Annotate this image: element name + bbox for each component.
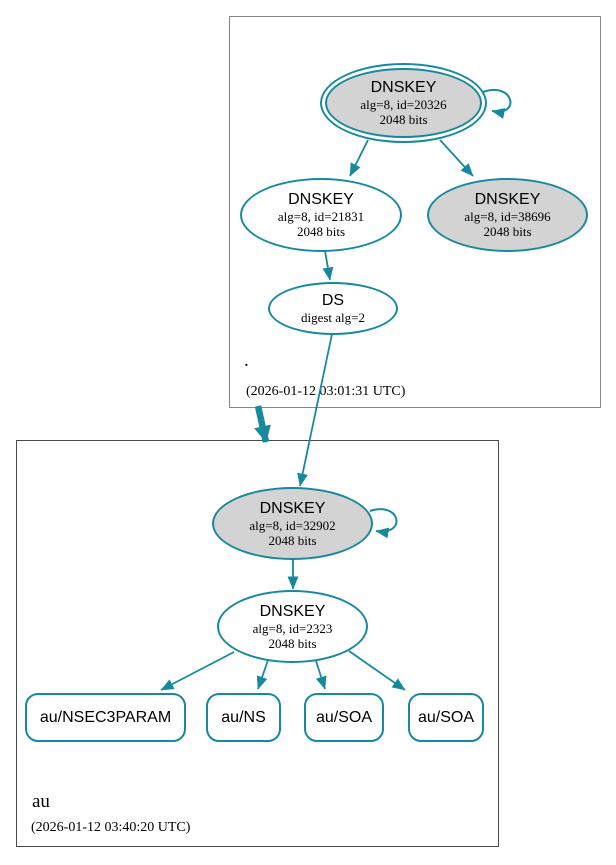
node-params: alg=8, id=20326 xyxy=(360,97,447,112)
node-rrset-au-nsec3param[interactable]: au/NSEC3PARAM xyxy=(25,693,186,742)
zone-timestamp-au: (2026-01-12 03:40:20 UTC) xyxy=(31,820,191,835)
node-dnskey-20326[interactable]: DNSKEY alg=8, id=20326 2048 bits xyxy=(320,63,487,143)
node-bits: 2048 bits xyxy=(296,224,346,239)
node-dnskey-2323[interactable]: DNSKEY alg=8, id=2323 2048 bits xyxy=(217,590,368,663)
rrset-label: au/SOA xyxy=(315,708,373,726)
node-params: alg=8, id=32902 xyxy=(249,517,336,533)
zone-timestamp-root: (2026-01-12 03:01:31 UTC) xyxy=(246,384,406,399)
node-dnskey-21831[interactable]: DNSKEY alg=8, id=21831 2048 bits xyxy=(240,178,402,252)
node-title: DS xyxy=(321,292,345,309)
node-title: DNSKEY xyxy=(288,191,354,208)
rrset-label: au/SOA xyxy=(417,708,475,726)
node-params: alg=8, id=21831 xyxy=(277,209,365,224)
node-dnskey-38696[interactable]: DNSKEY alg=8, id=38696 2048 bits xyxy=(427,178,588,252)
node-params: digest alg=2 xyxy=(300,310,366,325)
node-bits: 2048 bits xyxy=(268,635,317,651)
node-rrset-au-soa-2[interactable]: au/SOA xyxy=(408,693,484,742)
node-rrset-au-soa-1[interactable]: au/SOA xyxy=(304,693,384,742)
rrset-label: au/NSEC3PARAM xyxy=(39,708,172,726)
edge-delegation-root-to-au xyxy=(254,405,271,443)
node-title: DNSKEY xyxy=(259,499,326,517)
zone-name-root: . xyxy=(244,350,249,371)
node-title: DNSKEY xyxy=(370,79,437,96)
node-dnskey-32902[interactable]: DNSKEY alg=8, id=32902 2048 bits xyxy=(212,487,373,560)
node-rrset-au-ns[interactable]: au/NS xyxy=(206,693,281,742)
node-dnskey-20326-inner: DNSKEY alg=8, id=20326 2048 bits xyxy=(325,68,482,138)
node-params: alg=8, id=38696 xyxy=(464,209,551,224)
node-params: alg=8, id=2323 xyxy=(252,620,333,636)
node-bits: 2048 bits xyxy=(483,224,532,239)
node-bits: 2048 bits xyxy=(268,532,317,548)
node-ds-root[interactable]: DS digest alg=2 xyxy=(268,282,398,335)
node-title: DNSKEY xyxy=(259,602,326,620)
node-bits: 2048 bits xyxy=(379,112,428,127)
rrset-label: au/NS xyxy=(221,708,266,726)
zone-name-au: au xyxy=(32,791,50,812)
node-title: DNSKEY xyxy=(474,191,541,208)
